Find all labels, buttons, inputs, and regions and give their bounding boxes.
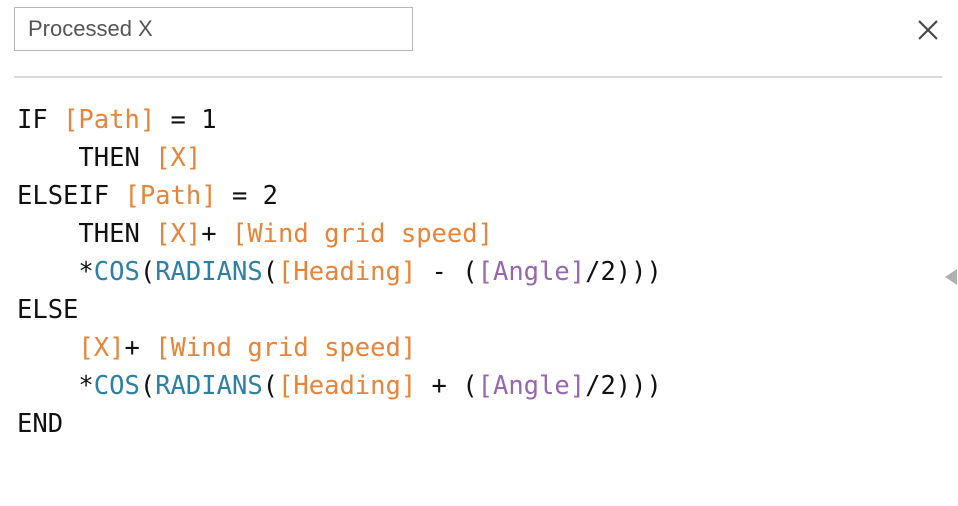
code-operator: = 1: [155, 105, 217, 135]
code-field: [X]: [155, 219, 202, 249]
triangle-left-icon[interactable]: [945, 269, 957, 285]
calculation-name-input[interactable]: [14, 7, 413, 51]
code-keyword: THEN: [78, 219, 156, 249]
code-operator: (: [262, 371, 279, 401]
code-indent: [17, 143, 78, 173]
code-operator: /2))): [585, 257, 662, 287]
code-operator: (: [139, 371, 156, 401]
close-button[interactable]: [908, 10, 948, 50]
code-keyword: END: [17, 409, 64, 439]
code-function: RADIANS: [155, 371, 263, 401]
code-field: [X]: [78, 333, 125, 363]
code-line: ELSEIF [Path] = 2: [17, 177, 937, 215]
code-keyword: THEN: [78, 143, 156, 173]
code-line: THEN [X]+ [Wind grid speed]: [17, 215, 937, 253]
code-parameter: [Angle]: [477, 257, 586, 287]
close-icon: [918, 20, 938, 40]
code-field: [X]: [155, 143, 202, 173]
code-line: END: [17, 405, 937, 443]
code-line: ELSE: [17, 291, 937, 329]
code-function: COS: [93, 257, 140, 287]
code-line: THEN [X]: [17, 139, 937, 177]
formula-editor[interactable]: IF [Path] = 1 THEN [X]ELSEIF [Path] = 2 …: [17, 101, 937, 481]
code-line: IF [Path] = 1: [17, 101, 937, 139]
code-function: RADIANS: [155, 257, 263, 287]
code-line: *COS(RADIANS([Heading] + ([Angle]/2))): [17, 367, 937, 405]
code-line: *COS(RADIANS([Heading] - ([Angle]/2))): [17, 253, 937, 291]
code-line: [X]+ [Wind grid speed]: [17, 329, 937, 367]
code-field: [Wind grid speed]: [155, 333, 417, 363]
code-indent: [17, 333, 78, 363]
code-operator: = 2: [216, 181, 279, 211]
code-indent: [17, 257, 78, 287]
code-field: [Path]: [124, 181, 217, 211]
header-divider: [14, 76, 942, 78]
code-function: COS: [93, 371, 140, 401]
code-indent: [17, 219, 78, 249]
code-operator: *: [78, 257, 94, 287]
code-field: [Heading]: [278, 257, 417, 287]
code-operator: +: [124, 333, 156, 363]
code-keyword: IF: [17, 105, 64, 135]
code-keyword: ELSE: [17, 295, 79, 325]
code-operator: (: [262, 257, 279, 287]
code-operator: /2))): [585, 371, 662, 401]
code-keyword: ELSEIF: [17, 181, 125, 211]
code-parameter: [Angle]: [477, 371, 586, 401]
code-operator: (: [139, 257, 156, 287]
code-field: [Wind grid speed]: [231, 219, 493, 249]
code-indent: [17, 371, 78, 401]
code-field: [Path]: [63, 105, 156, 135]
code-operator: *: [78, 371, 94, 401]
code-field: [Heading]: [278, 371, 417, 401]
code-operator: + (: [416, 371, 478, 401]
code-operator: +: [201, 219, 232, 249]
code-operator: - (: [416, 257, 478, 287]
